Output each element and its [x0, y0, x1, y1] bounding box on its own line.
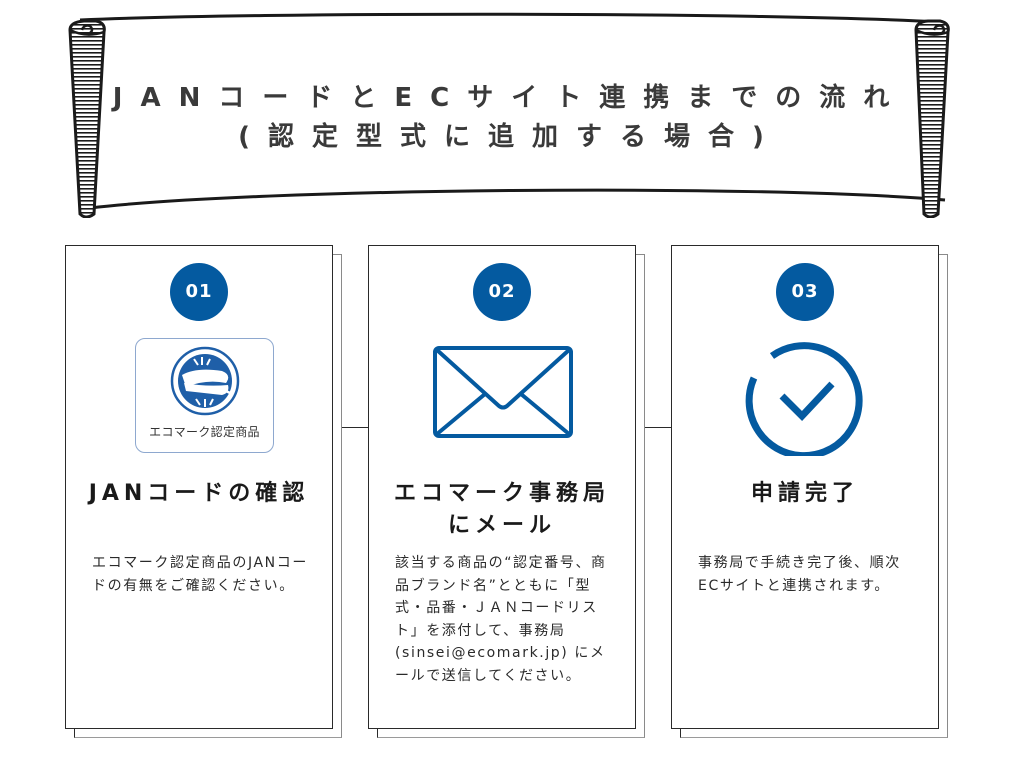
step-description: 該当する商品の“認定番号、商品ブランド名”とともに「型式・品番・ＪＡＮコードリス… — [395, 555, 607, 684]
ecomark-logo-label: エコマーク認定商品 — [149, 425, 260, 439]
connector-line-2-3 — [636, 427, 671, 428]
step-title: 申請完了 — [750, 481, 859, 506]
connector-line-1-2 — [333, 427, 368, 428]
step-number-badge: 01 — [170, 263, 228, 321]
card-front: 02 エコマーク事務局にメール 該当する商品の“認定番号、商品ブランド名”ととも… — [368, 245, 636, 729]
step-title: JANコードの確認 — [88, 481, 310, 506]
step-card-2: 02 エコマーク事務局にメール 該当する商品の“認定番号、商品ブランド名”ととも… — [368, 245, 646, 739]
step-title: エコマーク事務局にメール — [393, 481, 610, 538]
step-card-3: 03 申請完了 事務局で手続き完了後、順次ECサイトと連携されます。 — [671, 245, 949, 739]
title-banner: JANコードとECサイト連携までの流れ (認定型式に追加する場合) — [60, 8, 960, 218]
ecomark-logo-icon: エコマーク認定商品 — [135, 338, 274, 453]
step-number-badge: 03 — [776, 263, 834, 321]
step-number-badge: 02 — [473, 263, 531, 321]
step-card-1: 01 エコマーク認定商品 JANコードの確認 エコマーク認定商品のJANコードの… — [65, 245, 343, 739]
step-description: 事務局で手続き完了後、順次ECサイトと連携されます。 — [698, 555, 901, 594]
check-circle-icon — [745, 342, 863, 460]
card-front: 01 エコマーク認定商品 JANコードの確認 エコマーク認定商品のJANコードの… — [65, 245, 333, 729]
card-front: 03 申請完了 事務局で手続き完了後、順次ECサイトと連携されます。 — [671, 245, 939, 729]
banner-subtitle: (認定型式に追加する場合) — [238, 122, 782, 152]
envelope-icon — [433, 346, 573, 438]
banner-title: JANコードとECサイト連携までの流れ — [112, 83, 908, 113]
step-description: エコマーク認定商品のJANコードの有無をご確認ください。 — [92, 555, 308, 594]
scroll-banner-graphic — [68, 12, 950, 218]
